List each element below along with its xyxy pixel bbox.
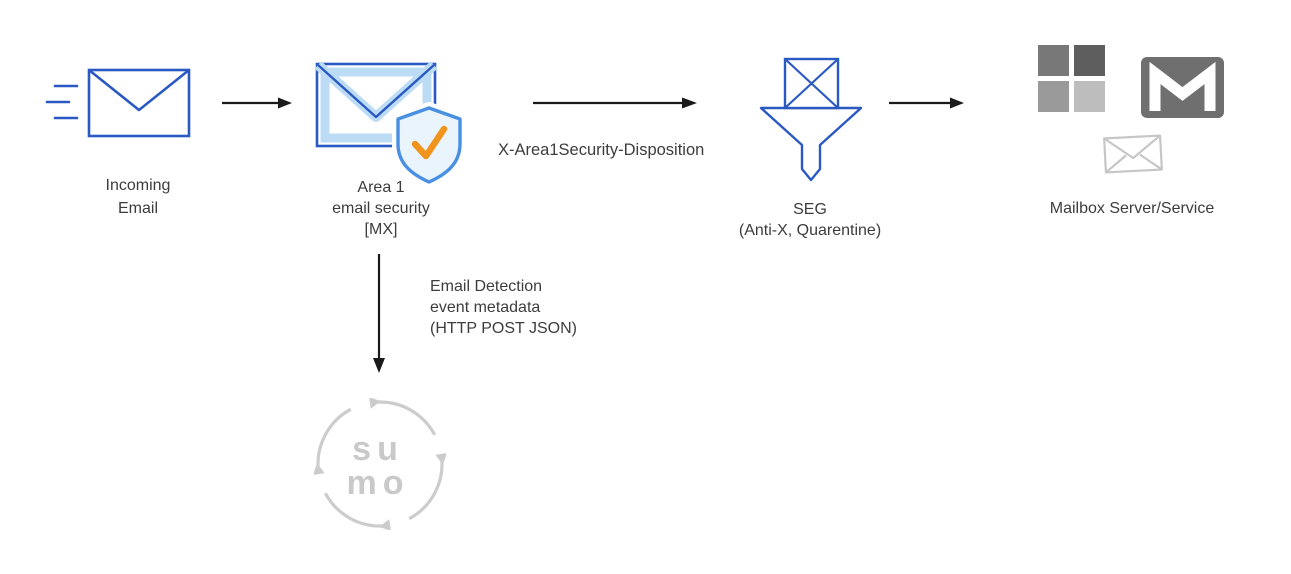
gmail-icon xyxy=(1141,57,1224,118)
sumo-logic-icon: su mo xyxy=(314,398,446,530)
incoming-email-label: Incoming Email xyxy=(43,174,233,220)
arrow-seg-to-mailbox-icon xyxy=(889,97,964,109)
metadata-edge-label: Email Detection event metadata (HTTP POS… xyxy=(430,276,577,339)
seg-funnel-icon xyxy=(759,57,863,182)
disposition-edge-label: X-Area1Security-Disposition xyxy=(498,141,705,159)
area1-label-line1: Area 1 xyxy=(357,179,405,196)
seg-label: SEG (Anti-X, Quarentine) xyxy=(700,199,920,241)
metadata-label-line1: Email Detection xyxy=(430,278,543,295)
area1-label-line3: [MX] xyxy=(364,221,398,238)
area1-envelope-shield-icon xyxy=(314,61,466,186)
mailbox-label: Mailbox Server/Service xyxy=(1012,198,1252,219)
arrow-incoming-to-area1-icon xyxy=(222,97,292,109)
area1-label: Area 1 email security [MX] xyxy=(291,177,471,240)
incoming-email-icon xyxy=(45,68,191,138)
arrow-area1-to-seg-icon xyxy=(533,97,697,109)
seg-label-line2: (Anti-X, Quarentine) xyxy=(738,222,882,239)
small-envelope-icon xyxy=(1103,134,1163,174)
seg-label-line1: SEG xyxy=(793,201,827,218)
metadata-label-line2: event metadata xyxy=(430,299,541,316)
incoming-email-label-line1: Incoming xyxy=(105,177,171,194)
metadata-label-line3: (HTTP POST JSON) xyxy=(430,320,577,337)
sumo-text-line2: mo xyxy=(347,464,410,502)
mailbox-label-line1: Mailbox Server/Service xyxy=(1049,200,1215,217)
arrow-area1-to-sumo-icon xyxy=(373,254,385,373)
incoming-email-label-line2: Email xyxy=(117,200,158,217)
microsoft-logo-icon xyxy=(1038,45,1105,112)
area1-label-line2: email security xyxy=(332,200,430,217)
sumo-text-line1: su xyxy=(352,430,404,468)
